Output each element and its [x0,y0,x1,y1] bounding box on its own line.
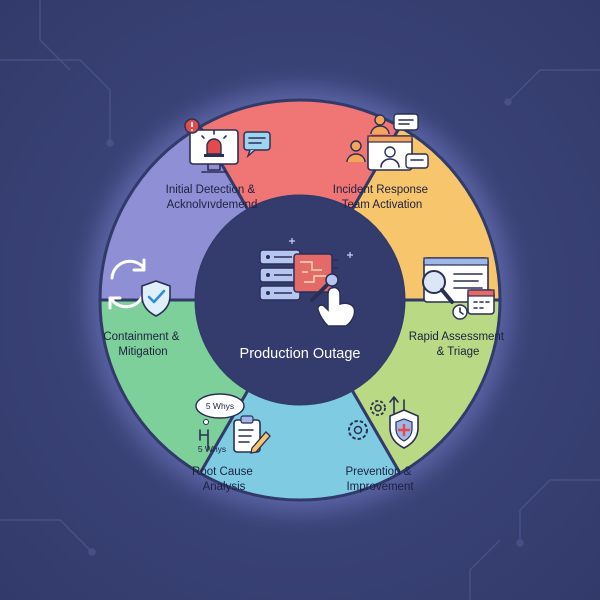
label-line: Incident Response [333,184,428,196]
magnifier-calendar-icon [422,257,495,320]
center-title: Production Outage [240,346,361,362]
segment-label-containment: Containment & Mitigation [103,331,182,358]
label-line: Mitigation [118,346,167,358]
label-line: Initial Detection & [166,184,256,196]
label-line: Analysis [203,481,246,493]
gears-shield-icon [348,396,419,449]
label-line: Prevention & [345,466,411,478]
label-line: Team Activation [342,199,423,211]
segment-label-assessment: Rapid Assessment & Triage [409,331,507,358]
label-line: Improvement [346,481,414,493]
center-disc [196,196,404,404]
server-circuit-wrench-icon [259,238,356,327]
label-line: Rapid Assessment [409,331,505,343]
monitor-alarm-icon [184,118,271,173]
label-line: Root Cause [192,466,253,478]
video-call-team-icon [346,113,429,171]
sync-shield-icon [108,258,171,317]
segment-label-prevention: Prevention & Improvement [345,466,414,493]
bubble-text: 5 Whys [206,401,234,411]
segment-label-rootcause: Root Cause Analysis [192,466,256,493]
label-line: & Triage [437,346,480,358]
bubble-text: 5 Whys [198,444,226,454]
label-line: Containment & [103,331,179,343]
segment-label-response: Incident Response Team Activation [333,184,431,211]
label-line: Acknolvıvdemend [167,199,258,211]
segment-label-detection: Initial Detection & Acknolvıvdemend [166,184,259,211]
five-whys-clipboard-icon: 5 Whys 5 Whys [195,393,271,454]
thought-bubble [195,393,245,419]
